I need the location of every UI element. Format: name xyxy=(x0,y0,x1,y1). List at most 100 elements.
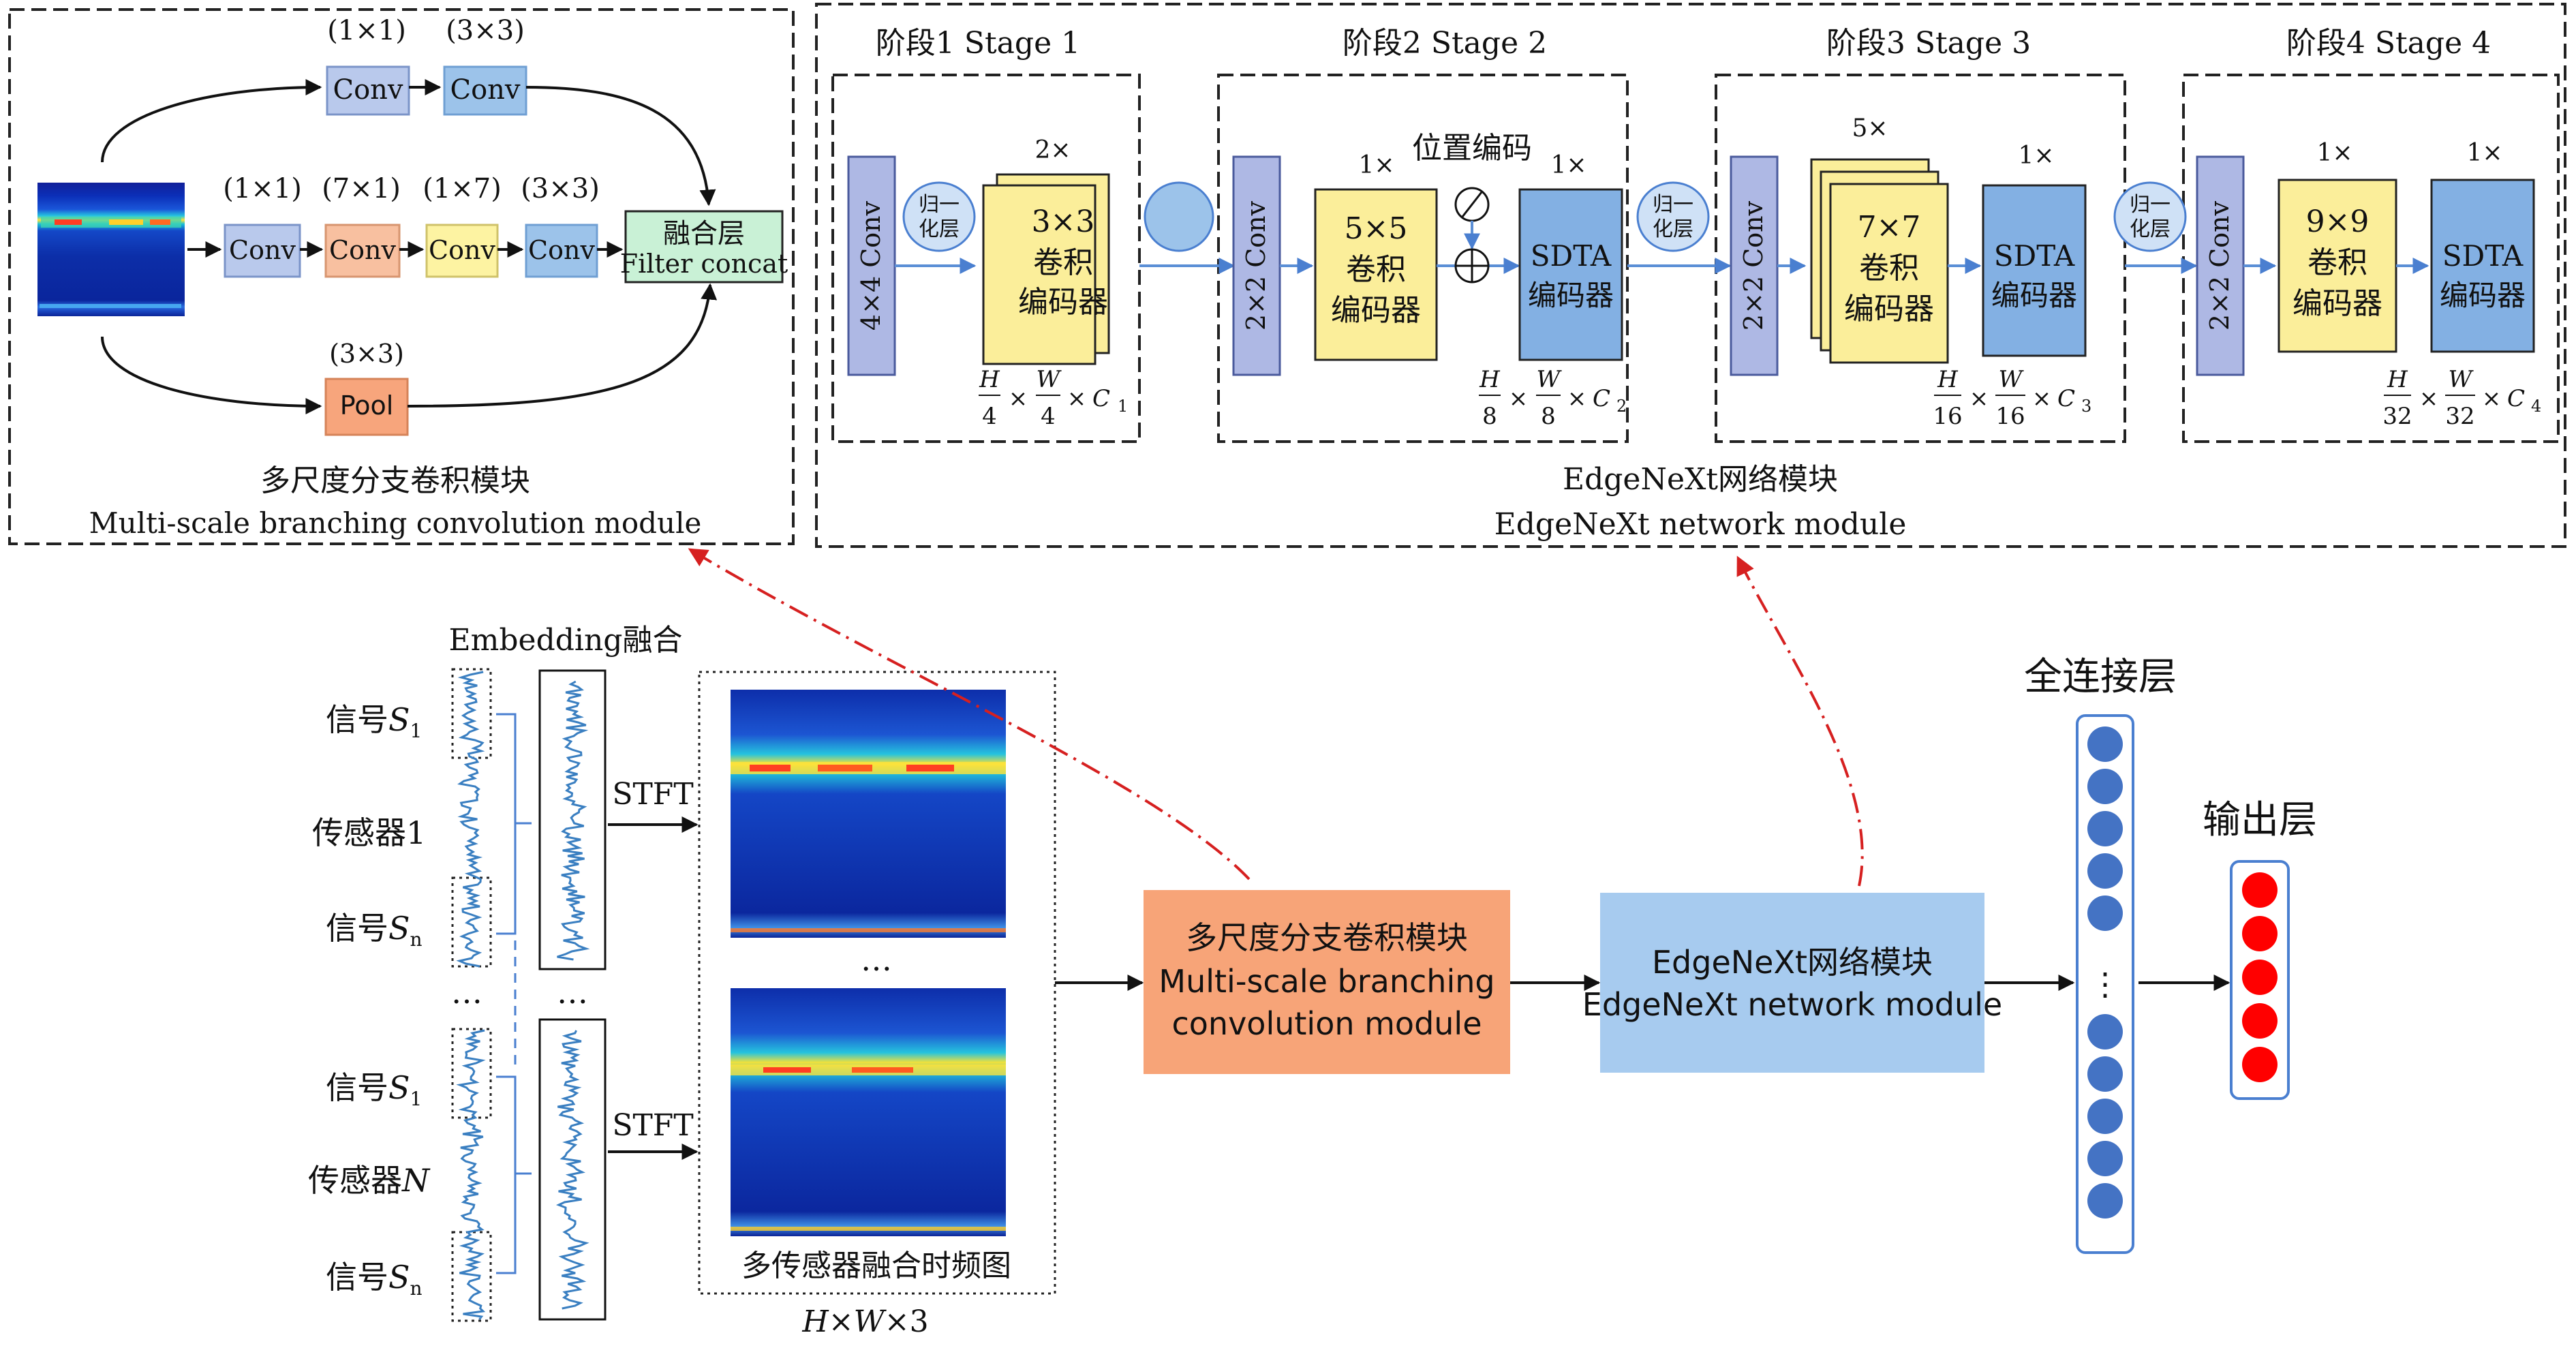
stage4-sdta-l2: 编码器 xyxy=(2440,279,2526,312)
stage1-norm-l2: 化层 xyxy=(919,217,960,241)
svg-text:16: 16 xyxy=(1933,403,1962,430)
edgenext-block xyxy=(1600,893,1984,1073)
branch1-conv1x1 xyxy=(326,65,410,116)
stage1-encoder xyxy=(982,184,1097,365)
stage3-conv xyxy=(1730,155,1779,376)
edgenext-panel-border xyxy=(815,3,2566,548)
svg-text:H: H xyxy=(2387,366,2408,393)
stage2-enc-l3: 编码器 xyxy=(1331,293,1421,328)
stage2-position-encoding: 位置编码 xyxy=(1412,131,1532,166)
fc-layer-label: 全连接层 xyxy=(2024,655,2177,699)
edgenext-module-panel: 阶段1 Stage 1 阶段2 Stage 2 阶段3 Stage 3 阶段4 … xyxy=(815,3,2566,548)
sensor1-sn-window xyxy=(451,876,492,968)
stage4-dims: H 32 × W 32 × C 4 xyxy=(2382,366,2541,430)
svg-text:C: C xyxy=(2057,385,2075,412)
edgenext-block-cn: EdgeNeXt网络模块 xyxy=(1652,944,1933,981)
pool-box xyxy=(324,378,409,436)
output-neurons xyxy=(2242,872,2278,1082)
svg-text:4: 4 xyxy=(982,403,997,430)
stage3-sdta-l2: 编码器 xyxy=(1991,279,2077,312)
sensor1-waveform xyxy=(451,668,492,968)
stage34-norm-l1: 归一 xyxy=(2130,193,2171,217)
stage4-enc-l1: 9×9 xyxy=(2306,204,2370,239)
svg-text:H: H xyxy=(1479,366,1501,393)
multiscale-title-en: Multi-scale branching convolution module xyxy=(89,506,702,540)
edgenext-title-cn: EdgeNeXt网络模块 xyxy=(1563,462,1838,497)
stage2-title: 阶段2 Stage 2 xyxy=(1343,26,1547,61)
svg-text:×: × xyxy=(2482,385,2502,412)
svg-text:H: H xyxy=(979,366,1000,393)
stage1-title: 阶段1 Stage 1 xyxy=(876,26,1080,61)
svg-text:W: W xyxy=(1999,366,2025,393)
tf-map-caption: 多传感器融合时频图 xyxy=(741,1249,1011,1283)
branch2-kernel1: (1×1) xyxy=(223,173,302,204)
stage4-title: 阶段4 Stage 4 xyxy=(2286,26,2491,61)
stage34-norm-l2: 化层 xyxy=(2130,217,2171,241)
fc-neuron xyxy=(2087,1099,2123,1134)
stage2-conv-label: 2×2 Conv xyxy=(1241,200,1271,331)
stage1-enc-l1: 3×3 xyxy=(1032,204,1095,239)
pool-kernel: (3×3) xyxy=(329,339,404,369)
svg-text:32: 32 xyxy=(2382,403,2412,430)
edgenext-block-en: EdgeNeXt network module xyxy=(1582,986,2002,1023)
svg-text:W: W xyxy=(1037,366,1062,393)
stage3-title: 阶段3 Stage 3 xyxy=(1826,26,2031,61)
stage1-enc-l3: 编码器 xyxy=(1018,285,1108,320)
branch1-conv3x3 xyxy=(443,65,527,116)
stage2-conv xyxy=(1232,155,1281,376)
fc-neuron xyxy=(2087,1056,2123,1092)
stage3-enc-l2: 卷积 xyxy=(1859,251,1919,286)
stage3-sdta-l1: SDTA xyxy=(1994,239,2075,273)
stage1-conv xyxy=(847,155,896,376)
svg-text:×: × xyxy=(1969,385,1989,412)
fc-neuron xyxy=(2087,1183,2123,1219)
stage2-pos-slash xyxy=(1461,192,1483,217)
input-spectrogram xyxy=(37,183,185,316)
stage2-mult: 1× xyxy=(1358,151,1394,179)
branch4-arc xyxy=(101,336,322,414)
tf-map-2 xyxy=(731,988,1006,1236)
stage23-norm xyxy=(1636,181,1710,252)
branch1-conv1x1-label: Conv xyxy=(333,74,403,106)
fc-neuron xyxy=(2087,853,2123,889)
stft-label-1: STFT xyxy=(612,777,693,812)
stage2-sdta-l2: 编码器 xyxy=(1528,279,1614,312)
stage2-enc-l2: 卷积 xyxy=(1346,252,1406,287)
svg-text:1: 1 xyxy=(1118,397,1128,416)
stage1-mult: 2× xyxy=(1034,136,1071,164)
fc-neuron xyxy=(2087,895,2123,931)
branch2-conv1x1-label: Conv xyxy=(229,235,296,265)
svg-text:×: × xyxy=(2032,385,2052,412)
fc-neuron xyxy=(2087,769,2123,804)
signal-s1-bottom: 信号S1 xyxy=(326,1069,422,1110)
signal-sn-bottom: 信号Sn xyxy=(326,1259,423,1300)
embedding-box-1 xyxy=(538,669,607,970)
stage1-box xyxy=(831,74,1141,443)
stage3-sdta xyxy=(1982,184,2087,357)
sensorN-waveform xyxy=(451,1028,492,1322)
signal-ellipsis: … xyxy=(451,974,482,1011)
svg-text:2: 2 xyxy=(1616,397,1627,416)
svg-text:C: C xyxy=(1092,385,1110,412)
stage3-enc-l3: 编码器 xyxy=(1844,292,1934,326)
stage4-sdta-mult: 1× xyxy=(2466,139,2502,167)
signal-labels: 信号S1 传感器1 信号Sn … 信号S1 传感器N 信号Sn xyxy=(308,701,482,1300)
branch1-kernel2: (3×3) xyxy=(446,15,525,46)
branch2-conv1x7 xyxy=(425,224,499,278)
signal-s1-top: 信号S1 xyxy=(326,701,422,742)
svg-text:C: C xyxy=(2507,385,2525,412)
svg-text:×: × xyxy=(1009,385,1028,412)
multiscale-module-panel: (1×1) Conv (3×3) Conv (1×1) Conv (7×1) C… xyxy=(8,8,795,545)
branch1-arc xyxy=(101,79,322,163)
stage1-norm xyxy=(902,181,976,252)
embedding-ellipsis: … xyxy=(557,974,588,1011)
multiscale-panel-border xyxy=(8,8,795,545)
stage12-norm-circle xyxy=(1144,181,1214,252)
svg-text:W: W xyxy=(1537,366,1563,393)
tf-map-size: H×W×3 xyxy=(801,1304,928,1339)
edgenext-detail-link xyxy=(1736,555,1864,887)
stage1-enc-l2: 卷积 xyxy=(1033,245,1093,280)
output-neuron xyxy=(2242,916,2278,951)
stage1-conv-label: 4×4 Conv xyxy=(856,200,886,331)
